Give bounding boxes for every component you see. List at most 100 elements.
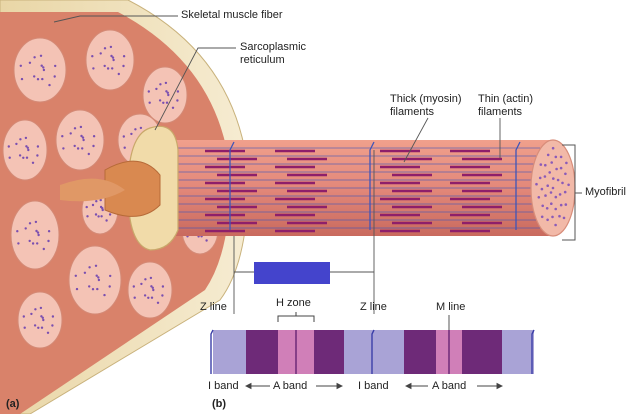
- cross-section-dot: [176, 99, 179, 102]
- cross-section-dot: [91, 203, 95, 207]
- cross-section-dot: [25, 156, 29, 159]
- end-face-dot: [554, 207, 557, 211]
- cross-section-dot: [165, 101, 169, 104]
- cross-section-dot: [97, 278, 101, 282]
- cross-section-dot: [34, 220, 38, 224]
- cross-section-dot: [134, 128, 137, 131]
- cross-section-dot: [76, 147, 80, 150]
- cross-section-dot: [110, 54, 113, 58]
- z-line-mark: [210, 329, 214, 374]
- cross-section-dot: [148, 101, 151, 104]
- cross-section-dot: [176, 90, 180, 93]
- cross-section-dot: [122, 64, 125, 68]
- cross-section-dot: [37, 326, 40, 329]
- cross-section-dot: [8, 156, 11, 159]
- z-line-mark: [531, 329, 535, 374]
- cross-section-dot: [161, 285, 165, 288]
- cross-section-dot: [69, 132, 72, 135]
- end-face-dot: [545, 207, 549, 210]
- cross-section-dot: [42, 318, 45, 322]
- end-face-dot: [554, 223, 557, 227]
- cross-section-dot: [123, 146, 126, 149]
- cross-section-dot: [19, 64, 22, 68]
- cross-section-dot: [155, 87, 158, 91]
- cross-section-dot: [164, 81, 168, 85]
- cross-section-dot: [40, 315, 43, 318]
- cross-section-dot: [25, 145, 28, 148]
- cross-section-dot: [42, 68, 46, 72]
- a-band-left-label: A band: [273, 380, 308, 392]
- cross-section-dot: [109, 274, 112, 278]
- cross-section-dot: [140, 282, 143, 286]
- cross-section-dot: [99, 205, 103, 209]
- myofibril-bracket: [562, 144, 582, 241]
- cross-section: [55, 109, 105, 171]
- cross-section-dot: [33, 75, 36, 78]
- cross-section-dot: [40, 64, 43, 67]
- end-face-dot: [554, 195, 558, 199]
- cross-section-dot: [31, 161, 35, 164]
- band-segment: [462, 330, 502, 374]
- a-band-right-label: A band: [432, 380, 467, 392]
- cross-section-dot: [147, 90, 150, 93]
- end-face-dot: [535, 182, 538, 186]
- band-arrows: [244, 382, 504, 390]
- cross-section: [127, 261, 173, 319]
- cross-section-dot: [83, 271, 87, 274]
- end-face-dot: [551, 215, 554, 219]
- cross-section-dot: [61, 135, 64, 138]
- end-face-dot: [540, 215, 544, 219]
- cross-section-dot: [73, 127, 77, 130]
- cross-section-dot: [42, 247, 45, 251]
- cross-section-dot: [97, 276, 100, 279]
- cross-section-dot: [42, 66, 45, 69]
- cross-section-dot: [80, 134, 83, 138]
- z-line-right-label: Z line: [360, 301, 387, 313]
- end-face-dot: [544, 163, 547, 167]
- thick-filaments-label-2: filaments: [390, 106, 435, 118]
- cross-section-dot: [36, 145, 40, 148]
- cross-section-dot: [156, 301, 160, 304]
- end-face-dot: [539, 163, 543, 166]
- cross-section-dot: [51, 315, 55, 318]
- end-face-dot: [550, 161, 553, 164]
- h-zone-bracket: [277, 312, 315, 322]
- cross-section-dot: [75, 287, 79, 291]
- cross-section-dot: [73, 144, 76, 148]
- cross-section-dot: [82, 138, 85, 142]
- band-segment: [404, 330, 436, 374]
- end-face-dot: [559, 155, 563, 159]
- cross-section-dot: [91, 55, 94, 58]
- cross-section-dot: [34, 308, 37, 311]
- cross-section-dot: [7, 145, 10, 148]
- myofibril-label: Myofibril: [585, 186, 626, 198]
- band-segment: [344, 330, 404, 374]
- cross-section-dot: [159, 83, 162, 86]
- end-face-dot: [546, 153, 550, 157]
- end-face-dot: [549, 191, 553, 194]
- end-face-dot: [551, 186, 555, 190]
- cross-section-dot: [86, 215, 89, 218]
- cross-section: [85, 29, 135, 91]
- end-face-dot: [550, 202, 553, 205]
- thin-filaments-label-2: filaments: [478, 106, 523, 118]
- cross-section-dot: [51, 324, 54, 327]
- i-band-right-label: I band: [358, 380, 389, 392]
- end-face-dot: [538, 176, 542, 180]
- sarcomere-highlight: [254, 262, 330, 284]
- end-face-dot: [555, 167, 558, 171]
- thin-filaments-label-1: Thin (actin): [478, 93, 534, 105]
- end-face-dot: [537, 196, 541, 199]
- reticulum-label: reticulum: [240, 54, 285, 66]
- end-face-dot: [565, 161, 568, 165]
- end-face-dot: [552, 177, 555, 180]
- cross-section-dot: [108, 213, 112, 216]
- cross-section-dot: [74, 274, 78, 277]
- cross-section-dot: [150, 296, 154, 299]
- cross-section-dot: [100, 215, 103, 218]
- end-face-dot: [548, 171, 551, 174]
- end-face-dot: [551, 146, 555, 150]
- i-band-left-label: I band: [208, 380, 239, 392]
- panel-a-label: (a): [6, 398, 20, 410]
